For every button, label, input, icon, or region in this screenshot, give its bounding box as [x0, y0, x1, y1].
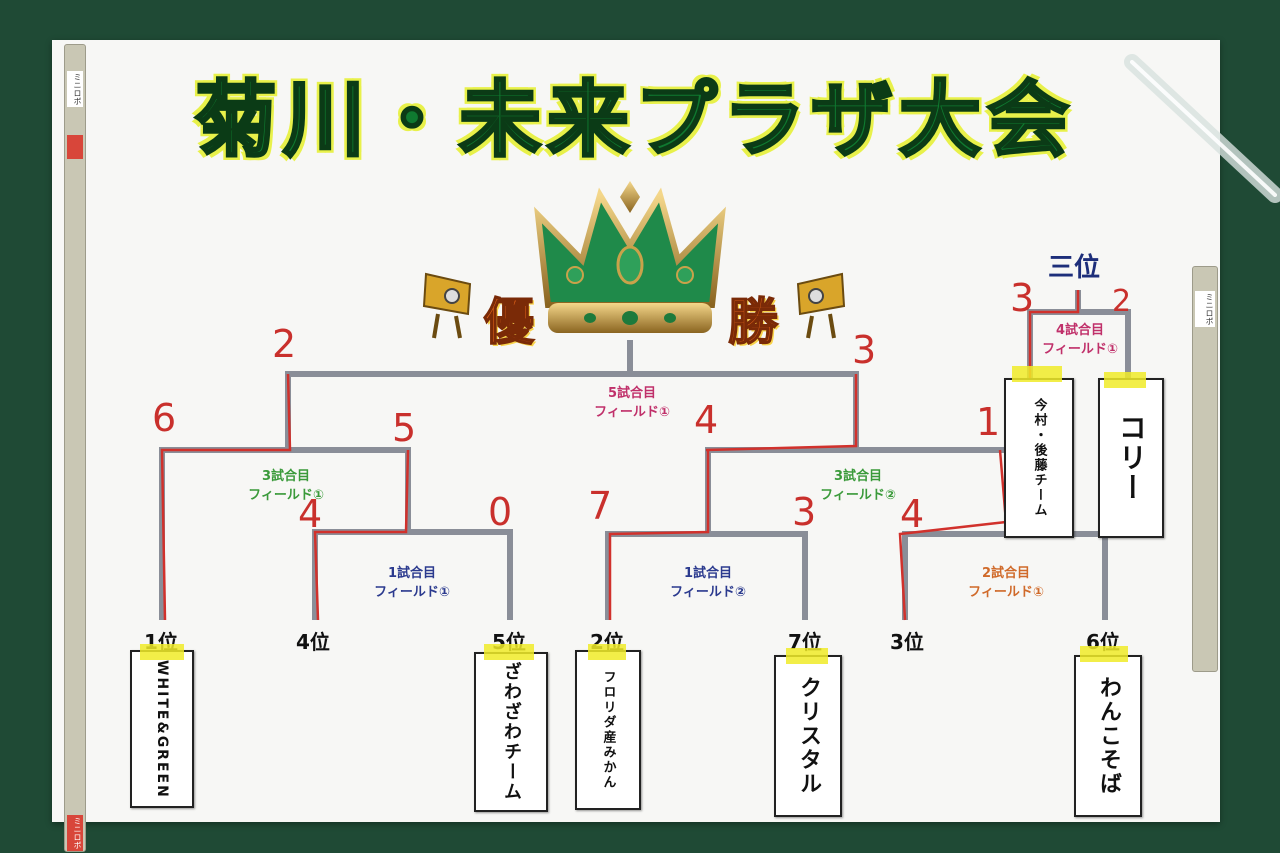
team-name: 今村・後藤チーム [1031, 398, 1047, 518]
match-title: 5試合目 [607, 386, 657, 401]
match-title: 3試合目 [261, 469, 311, 484]
score-mark: 5 [392, 406, 417, 450]
paper-roll-stick-left: ミニロボ ミニロボ [64, 44, 86, 852]
match-field: フィールド① [248, 488, 324, 503]
stick-label: ミニロボ [1195, 291, 1215, 327]
match-title: 1試合目 [683, 566, 733, 581]
team-card: フロリダ産みかん [575, 650, 641, 810]
match-field: フィールド② [820, 488, 896, 503]
score-mark: 2 [272, 322, 297, 366]
tape-strip [140, 644, 184, 660]
team-card: クリスタル [774, 655, 842, 817]
team-card: コリー [1098, 378, 1164, 538]
match-label-5-field1: 5試合目 フィールド① [572, 384, 692, 422]
tape-strip [1104, 372, 1146, 388]
match-field: フィールド① [594, 405, 670, 420]
paper-roll-stick-right: ミニロボ [1192, 266, 1218, 672]
match-label-3-field2: 3試合目 フィールド② [798, 467, 918, 505]
rank-label: 3位 [890, 630, 924, 654]
team-card: 今村・後藤チーム [1004, 378, 1074, 538]
score-mark: 4 [900, 492, 925, 536]
match-label-3-field1: 3試合目 フィールド① [226, 467, 346, 505]
score-mark: 6 [152, 396, 177, 440]
stick-label: ミニロボ [67, 71, 83, 107]
score-mark: 7 [588, 484, 613, 528]
team-name: フロリダ産みかん [600, 670, 616, 790]
score-mark: 3 [852, 328, 877, 372]
score-mark: 0 [488, 490, 513, 534]
team-name: ざわざわチーム [501, 662, 522, 802]
match-title: 3試合目 [833, 469, 883, 484]
team-card: WHITE&GREEN [130, 650, 194, 808]
team-name: WHITE&GREEN [154, 659, 170, 799]
score-mark: 2 [1112, 284, 1132, 319]
score-mark: 4 [298, 492, 323, 536]
match-field: フィールド① [374, 585, 450, 600]
team-name: クリスタル [796, 676, 821, 796]
match-field: フィールド① [968, 585, 1044, 600]
match-title: 2試合目 [981, 566, 1031, 581]
match-label-1-field1: 1試合目 フィールド① [352, 564, 472, 602]
match-field: フィールド② [670, 585, 746, 600]
match-label-4-field1: 4試合目 フィールド① [1020, 321, 1140, 359]
score-mark: 4 [694, 398, 719, 442]
tape-strip [1080, 646, 1128, 662]
tape-strip [1012, 366, 1062, 382]
glass-rod [1124, 54, 1280, 203]
poster-title: 菊川・未来プラザ大会 [193, 71, 1075, 170]
match-field: フィールド① [1042, 342, 1118, 357]
match-label-2-field1: 2試合目 フィールド① [946, 564, 1066, 602]
tape-strip [484, 644, 534, 660]
score-mark: 3 [792, 490, 817, 534]
stick-label-bottom: ミニロボ [67, 815, 83, 851]
stick-label-red [67, 135, 83, 159]
tape-strip [588, 644, 626, 660]
team-name: コリー [1115, 413, 1148, 503]
score-mark: 1 [976, 400, 1001, 444]
third-place-label: 三位 [1048, 253, 1101, 283]
tape-strip [786, 648, 828, 664]
robot-icon-left [422, 272, 472, 339]
team-card: ざわざわチーム [474, 652, 548, 812]
victory-char-left: 優 [483, 291, 535, 352]
team-card: わんこそば [1074, 655, 1142, 817]
team-name: わんこそば [1096, 676, 1121, 796]
robot-icon-right [796, 272, 846, 339]
score-mark: 3 [1010, 276, 1035, 320]
match-title: 4試合目 [1055, 323, 1105, 338]
rank-label: 4位 [296, 630, 330, 654]
victory-char-right: 勝 [727, 291, 779, 352]
crown-icon [534, 181, 726, 333]
match-title: 1試合目 [387, 566, 437, 581]
match-label-1-field2: 1試合目 フィールド② [648, 564, 768, 602]
